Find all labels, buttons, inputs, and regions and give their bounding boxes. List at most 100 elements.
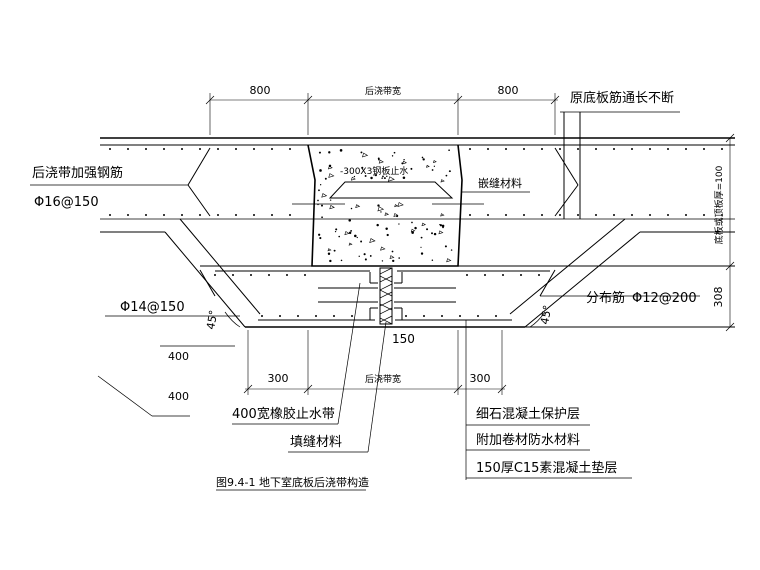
concrete-aggregate (410, 167, 413, 170)
rebar-dot (315, 315, 317, 317)
rebar-dot (127, 148, 129, 150)
concrete-aggregate (334, 230, 337, 233)
concrete-aggregate (391, 250, 394, 253)
slab-structure (100, 137, 735, 328)
left-stub-dims: 400 400 (97, 345, 235, 417)
right-dimension: 底板或顶板厚=100 308 (712, 133, 735, 332)
concrete-aggregate (333, 249, 336, 252)
rebar-dot (559, 214, 561, 216)
rebar-dot (559, 148, 561, 150)
concrete-aggregate (411, 231, 414, 234)
concrete-aggregate (328, 151, 331, 154)
concrete-aggregate (383, 177, 386, 180)
concrete-aggregate (441, 224, 445, 228)
rebar-dot (577, 214, 579, 216)
concrete-aggregate (384, 212, 390, 216)
svg-text:原底板筋通长不断: 原底板筋通长不断 (570, 90, 674, 106)
concrete-aggregate (358, 255, 360, 257)
concrete-aggregate (401, 162, 404, 165)
concrete-aggregate (355, 204, 361, 209)
concrete-aggregate (340, 259, 343, 262)
rebar-dot (631, 148, 633, 150)
rebar-dot (721, 148, 723, 150)
rebar-dot (577, 148, 579, 150)
concrete-aggregate (445, 174, 448, 177)
rebar-dot (667, 148, 669, 150)
rebar-dot (235, 148, 237, 150)
concrete-aggregate (329, 204, 335, 210)
concrete-aggregate (433, 165, 436, 167)
svg-text:400宽橡胶止水带: 400宽橡胶止水带 (232, 406, 335, 422)
rebar-dot (333, 315, 335, 317)
rebar-dot (127, 214, 129, 216)
concrete-aggregate (448, 149, 450, 152)
rebar-dot (289, 214, 291, 216)
concrete-aggregate (319, 236, 322, 240)
concrete-aggregate (433, 232, 437, 236)
concrete-aggregate (370, 176, 373, 180)
concrete-aggregate (360, 151, 363, 154)
concrete-aggregate (363, 253, 366, 256)
legend-item-1: 细石混凝土保护层 (476, 406, 580, 422)
concrete-aggregate (350, 230, 353, 232)
rebar-dot (502, 274, 504, 276)
concrete-aggregate (444, 245, 447, 248)
concrete-aggregate (373, 174, 375, 176)
concrete-aggregate (348, 231, 352, 235)
concrete-aggregate (353, 175, 356, 178)
rebar-dot (163, 214, 165, 216)
concrete-aggregate (318, 233, 321, 236)
concrete-aggregate (387, 176, 395, 182)
label-caulk-top: 嵌缝材料 (462, 176, 530, 193)
concrete-aggregate (438, 230, 444, 235)
label-top-rebar: 原底板筋通长不断 (560, 90, 680, 113)
dim-top-middle: 后浇带宽 (365, 85, 401, 97)
rebar-dot (214, 274, 216, 276)
svg-text:填缝材料: 填缝材料 (290, 435, 342, 450)
concrete-aggregate (320, 184, 322, 186)
rebar-dot (271, 148, 273, 150)
concrete-aggregate (398, 223, 400, 225)
concrete-aggregate (381, 260, 384, 262)
concrete-aggregate (426, 228, 429, 231)
svg-text:45°: 45° (204, 309, 220, 330)
rebar-dot (523, 148, 525, 150)
dim-bottom-right: 300 (470, 372, 491, 385)
concrete-aggregate (448, 170, 451, 173)
rebar-dot (613, 214, 615, 216)
rebar-dot (487, 214, 489, 216)
concrete-aggregate (393, 213, 399, 217)
rebar-dot (703, 148, 705, 150)
label-rubber-waterstop: 400宽橡胶止水带 (232, 282, 361, 425)
concrete-aggregate (398, 257, 401, 259)
rebar-dot (487, 148, 489, 150)
legend: 细石混凝土保护层 附加卷材防水材料 150厚C15素混凝土垫层 (465, 320, 632, 480)
concrete-aggregate (318, 151, 321, 154)
post-cast-concrete (307, 144, 463, 267)
concrete-aggregate (420, 252, 424, 255)
dim-top-right: 800 (498, 84, 519, 97)
concrete-aggregate (421, 156, 424, 159)
rebar-dots (109, 148, 723, 317)
rebar-dot (145, 148, 147, 150)
svg-text:嵌缝材料: 嵌缝材料 (478, 176, 522, 190)
dim-right-upper: 底板或顶板厚=100 (713, 165, 725, 244)
concrete-aggregate (381, 177, 383, 179)
concrete-aggregate (397, 202, 404, 207)
dim-top-left: 800 (250, 84, 271, 97)
rubber-waterstop (318, 267, 456, 325)
concrete-aggregate (446, 258, 452, 263)
rebar-dot (721, 214, 723, 216)
concrete-aggregate (378, 159, 384, 164)
rebar-dot (523, 214, 525, 216)
rebar-dot (423, 315, 425, 317)
concrete-aggregate (354, 234, 357, 238)
rebar-dot (217, 148, 219, 150)
rebar-dot (505, 214, 507, 216)
concrete-aggregate (386, 175, 388, 178)
concrete-aggregate (356, 236, 358, 239)
concrete-aggregate (440, 179, 445, 183)
concrete-aggregate (411, 221, 413, 224)
concrete-aggregate (439, 223, 441, 226)
concrete-aggregate (410, 228, 416, 233)
